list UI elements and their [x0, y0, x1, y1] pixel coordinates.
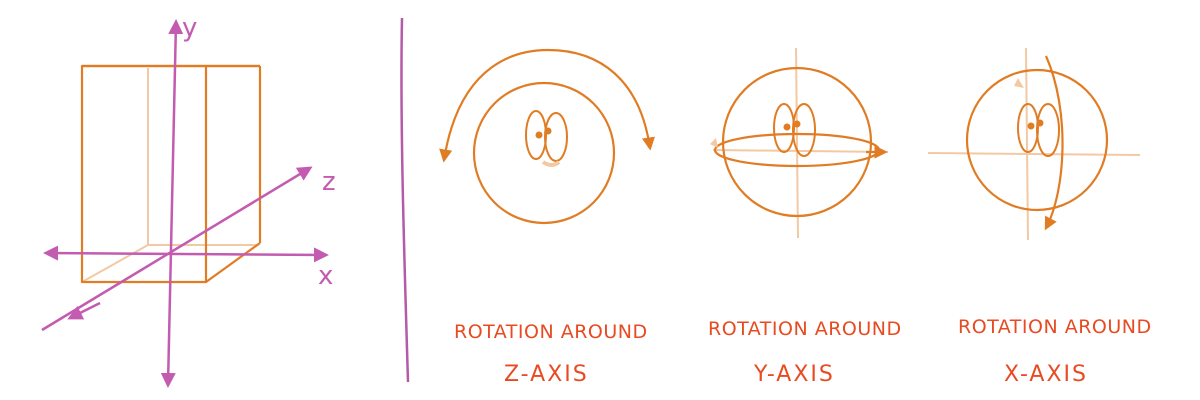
- z-rotation-arc-arrow: [439, 48, 655, 163]
- caption-y-line2: Y-AXIS: [753, 362, 835, 387]
- caption-z-line1: ROTATION AROUND: [454, 321, 648, 343]
- caption-x-rotation: ROTATION AROUND X-AXIS: [958, 316, 1152, 387]
- caption-y-line1: ROTATION AROUND: [708, 318, 902, 340]
- head-circle: [472, 81, 616, 225]
- z-rotation-figure: [439, 48, 655, 225]
- cartoon-head-icon: [773, 103, 816, 157]
- z-axis-back-arrow: [67, 301, 101, 320]
- box-with-axes: y x z: [41, 13, 336, 388]
- y-axis-label: y: [182, 13, 197, 43]
- caption-z-line2: Z-AXIS: [504, 362, 589, 387]
- x-axis-label: x: [318, 261, 333, 291]
- caption-z-rotation: ROTATION AROUND Z-AXIS: [454, 321, 648, 387]
- y-axis: [160, 19, 184, 388]
- x-rotation-ring: [1044, 55, 1064, 231]
- section-divider: [400, 17, 410, 383]
- head-circle: [965, 68, 1109, 212]
- y-rotation-figure: [710, 47, 889, 239]
- x-axis: [43, 245, 329, 263]
- cartoon-head-icon: [1017, 103, 1060, 157]
- caption-x-line2: X-AXIS: [1004, 362, 1088, 387]
- z-axis-label: z: [322, 167, 336, 197]
- caption-x-line1: ROTATION AROUND: [958, 316, 1152, 338]
- caption-y-rotation: ROTATION AROUND Y-AXIS: [708, 318, 902, 387]
- z-axis: [41, 166, 313, 332]
- cartoon-head-icon: [525, 110, 568, 167]
- x-rotation-figure: [927, 47, 1141, 241]
